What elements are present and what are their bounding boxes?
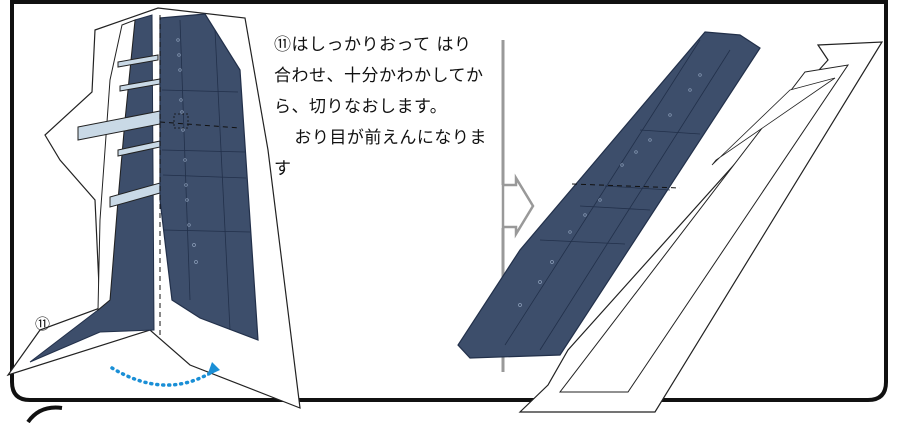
fold-marker-box xyxy=(173,113,189,129)
curved-dotted-arrow-icon xyxy=(110,362,220,387)
instruction-paragraph-1: ⑪はしっかりおって はり合わせ、十分かわかしてから、切りなおします。 xyxy=(274,35,484,117)
rivet xyxy=(518,303,522,307)
panel-line xyxy=(604,185,671,191)
panel-line xyxy=(162,174,247,179)
rivet xyxy=(185,198,189,202)
rivet xyxy=(176,38,180,42)
finished-wing-panel-lines xyxy=(504,39,731,351)
fold-line xyxy=(159,121,241,129)
rivet xyxy=(180,110,184,114)
panel-line xyxy=(639,129,701,135)
rivet xyxy=(598,198,602,202)
rivet xyxy=(698,73,702,77)
wing-outline-inner xyxy=(558,64,850,393)
rivet xyxy=(550,260,554,264)
instruction-paragraph-2: おり目が前えんになります xyxy=(274,128,487,179)
rivet xyxy=(568,230,572,234)
divider-arrow xyxy=(501,173,535,239)
rivet xyxy=(648,138,652,142)
rivet xyxy=(194,260,198,264)
panel-line xyxy=(161,149,246,153)
rivet xyxy=(181,128,185,132)
rivet xyxy=(688,88,692,92)
fold-line xyxy=(571,183,681,189)
panel-line xyxy=(579,205,651,211)
panel-line xyxy=(504,39,701,346)
wing-panel-lines xyxy=(161,19,251,331)
glue-tab xyxy=(117,54,159,68)
rivet xyxy=(184,183,188,187)
panel-line xyxy=(214,29,231,331)
rivet xyxy=(187,223,191,227)
rivet xyxy=(183,158,187,162)
rivet xyxy=(583,213,587,217)
rivet xyxy=(178,68,182,72)
panel-line xyxy=(539,49,731,351)
corner-flap xyxy=(26,405,63,423)
wing-rivets xyxy=(176,38,198,264)
panel-frame xyxy=(10,0,888,402)
fold-arrow-head xyxy=(207,362,220,376)
rivet xyxy=(177,53,181,57)
rivet xyxy=(179,98,183,102)
finished-wing xyxy=(457,31,761,359)
finished-wing-rivets xyxy=(518,73,702,307)
panel-line xyxy=(161,89,239,93)
inner-paper-layer xyxy=(97,19,136,312)
wing-outline-slit xyxy=(711,77,836,166)
rivet xyxy=(620,163,624,167)
step-number-label: ⑪ xyxy=(35,315,51,333)
panel-line xyxy=(179,19,191,301)
rivet xyxy=(192,243,196,247)
panel-line xyxy=(163,229,251,233)
rivet xyxy=(634,150,638,154)
instruction-text: ⑪はしっかりおって はり合わせ、十分かわかしてから、切りなおします。 おり目が前… xyxy=(274,30,489,185)
rivet xyxy=(538,280,542,284)
rivet xyxy=(668,113,672,117)
fold-arrow-path xyxy=(110,366,214,387)
panel-line xyxy=(539,239,626,245)
